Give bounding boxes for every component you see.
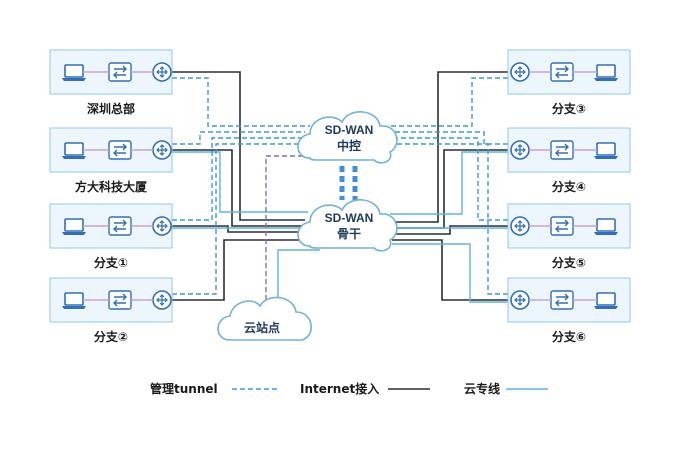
router-icon <box>510 216 530 236</box>
cloud-site: 云站点 <box>217 296 312 341</box>
cloud-site-label: 云站点 <box>244 320 280 335</box>
left-site-hq: 深圳总部 <box>49 49 173 116</box>
router-icon <box>510 62 530 82</box>
site-label: 分支① <box>94 255 128 270</box>
site-label: 分支⑥ <box>552 329 586 344</box>
cloud-line-branch6 <box>392 243 508 303</box>
mgmt-tunnel-branch4 <box>392 131 508 145</box>
laptop-icon <box>593 64 619 82</box>
router-icon <box>152 62 172 82</box>
router-icon <box>510 290 530 310</box>
internet-line-branch6 <box>392 239 508 301</box>
switch-icon <box>550 62 574 82</box>
internet-line-hq <box>172 71 305 221</box>
router-icon <box>510 140 530 160</box>
switch-icon <box>108 290 132 310</box>
laptop-icon <box>61 142 87 160</box>
right-site-branch3: 分支③ <box>507 49 631 116</box>
left-site-branch1: 分支① <box>49 203 173 270</box>
internet-line-branch5 <box>392 225 508 235</box>
laptop-icon <box>593 142 619 160</box>
cloud-shape <box>217 296 312 341</box>
mgmt-tunnel-branch2 <box>172 143 305 295</box>
right-site-branch5: 分支⑤ <box>507 203 631 270</box>
router-icon <box>152 290 172 310</box>
legend: 管理tunnel Internet接入 云专线 <box>150 381 548 396</box>
laptop-icon <box>61 292 87 310</box>
internet-line-branch4 <box>392 149 508 229</box>
backbone-cloud: SD-WAN 骨干 <box>297 199 398 252</box>
site-label: 分支③ <box>552 101 586 116</box>
controller-title: SD-WAN <box>325 123 374 137</box>
controller-subtitle: 中控 <box>337 138 361 153</box>
mgmt-tunnel-branch5 <box>392 137 508 221</box>
backbone-subtitle: 骨干 <box>337 227 361 241</box>
internet-line-branch1 <box>172 225 305 233</box>
left-site-branch2: 分支② <box>49 277 173 344</box>
right-site-branch6: 分支⑥ <box>507 277 631 344</box>
router-icon <box>152 140 172 160</box>
mgmt-tunnel-hq <box>172 77 310 127</box>
cloud-line-fangda <box>172 151 308 213</box>
internet-line-branch3 <box>392 71 508 223</box>
switch-icon <box>108 140 132 160</box>
laptop-icon <box>61 64 87 82</box>
router-icon <box>152 216 172 236</box>
laptop-icon <box>61 218 87 236</box>
cloud-shape <box>297 111 398 164</box>
mgmt-tunnel-branch3 <box>388 77 508 127</box>
site-label: 深圳总部 <box>87 101 135 116</box>
controller-cloud: SD-WAN 中控 <box>297 111 398 164</box>
site-label: 分支④ <box>552 179 586 194</box>
switch-icon <box>550 140 574 160</box>
switch-icon <box>108 216 132 236</box>
connection-lines <box>172 71 508 303</box>
internet-line-branch2 <box>172 239 305 301</box>
mgmt-tunnel-branch6 <box>392 143 508 295</box>
site-label: 分支⑤ <box>552 255 586 270</box>
cloud-shape <box>297 199 398 252</box>
legend-internet-label: Internet接入 <box>300 381 379 396</box>
site-label: 方大科技大厦 <box>75 179 148 194</box>
switch-icon <box>108 62 132 82</box>
legend-cloudline-label: 云专线 <box>464 381 500 396</box>
mgmt-tunnel-branch1 <box>172 137 305 221</box>
mgmt-tunnel-fangda <box>172 131 305 145</box>
internet-line-fangda <box>172 149 305 227</box>
cloud-line-branch4 <box>390 151 508 215</box>
switch-icon <box>550 290 574 310</box>
switch-icon <box>550 216 574 236</box>
right-site-branch4: 分支④ <box>507 127 631 194</box>
left-site-fangda: 方大科技大厦 <box>49 127 173 194</box>
laptop-icon <box>593 218 619 236</box>
cloud-line-cloudsite <box>277 249 320 298</box>
site-label: 分支② <box>94 329 128 344</box>
backbone-title: SD-WAN <box>325 211 374 225</box>
legend-mgmt-label: 管理tunnel <box>150 381 218 396</box>
laptop-icon <box>593 292 619 310</box>
